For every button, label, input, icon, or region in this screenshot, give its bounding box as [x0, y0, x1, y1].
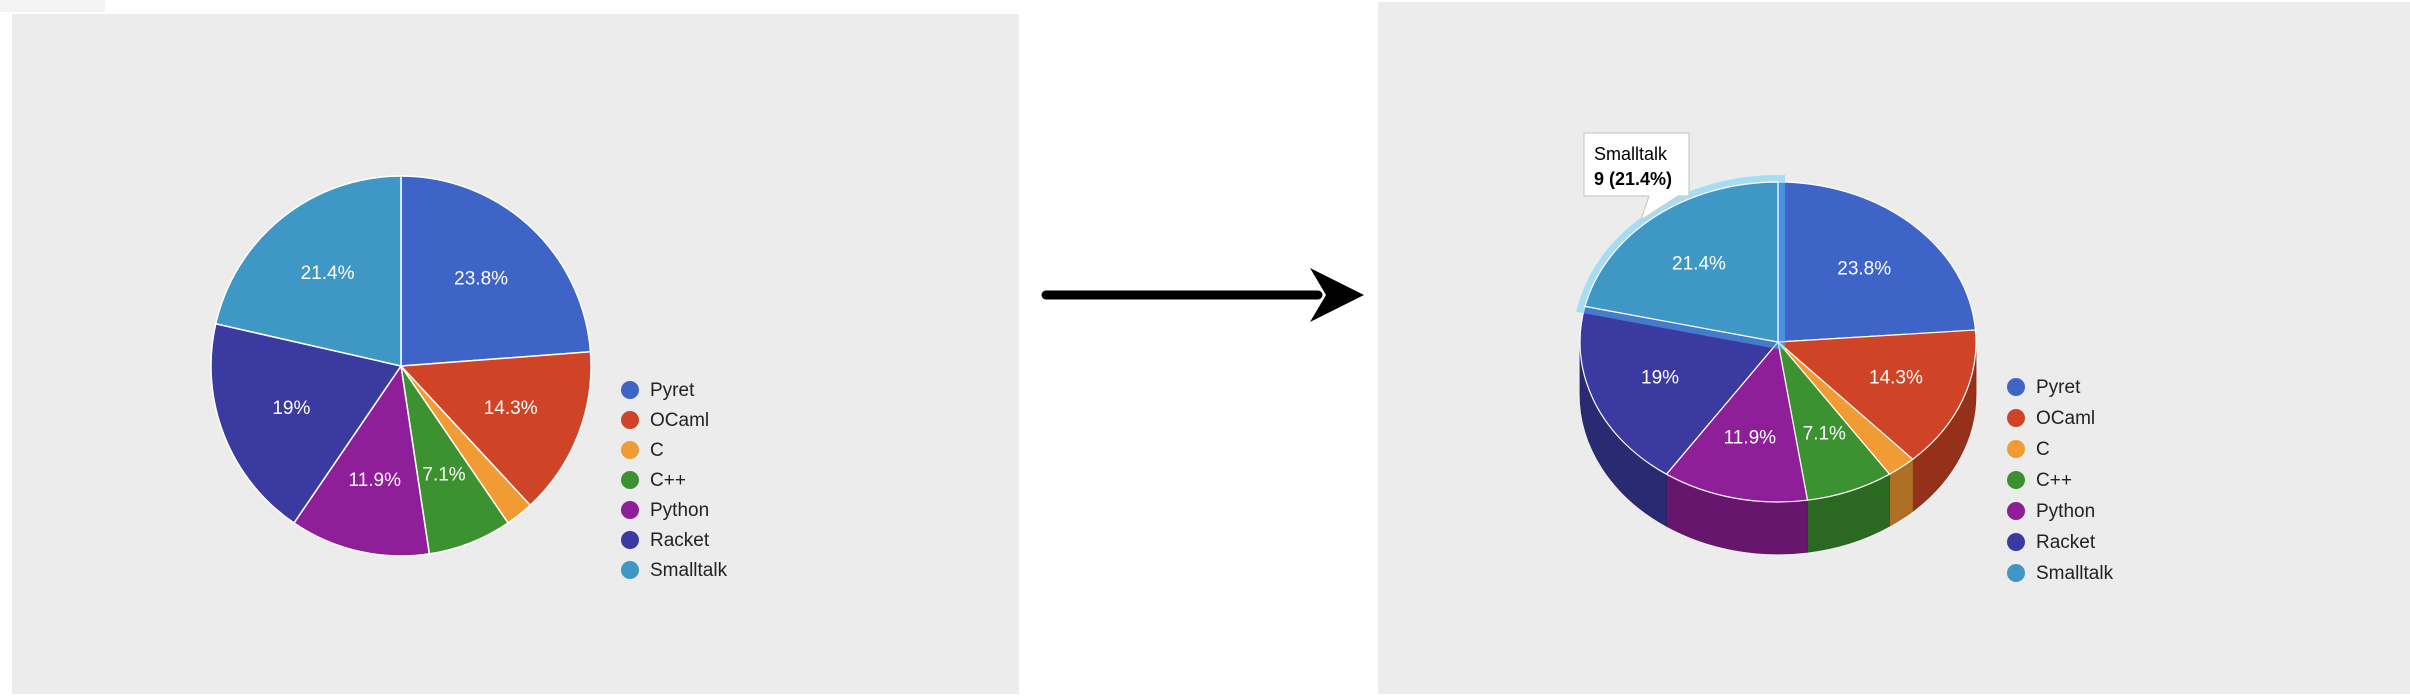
legend-swatch-pyret	[2007, 378, 2025, 396]
slice-label-3d-smalltalk: 21.4%	[1672, 253, 1726, 274]
legend-swatch-ocaml	[621, 411, 639, 429]
legend-swatch-pyret	[621, 381, 639, 399]
slice-label-racket: 19%	[272, 398, 310, 419]
legend-swatch-python	[2007, 502, 2025, 520]
legend-swatch-c	[2007, 440, 2025, 458]
transition-arrow	[1041, 268, 1364, 322]
slice-label-cplusplus: 7.1%	[422, 465, 465, 486]
legend-swatch-smalltalk	[2007, 564, 2025, 582]
slice-smalltalk[interactable]	[1584, 181, 1779, 343]
legend-label-ocaml[interactable]: OCaml	[2036, 408, 2095, 429]
legend-label-pyret[interactable]: Pyret	[650, 380, 695, 401]
legend-swatch-cplusplus	[621, 471, 639, 489]
legend-label-ocaml[interactable]: OCaml	[650, 410, 709, 431]
legend-label-c[interactable]: C	[650, 440, 664, 461]
legend-label-pyret[interactable]: Pyret	[2036, 377, 2081, 398]
slice-label-3d-pyret: 23.8%	[1837, 258, 1891, 279]
tooltip-value: 9 (21.4%)	[1594, 169, 1672, 189]
top-left-strip	[0, 0, 105, 12]
pie-chart-3d: 23.8% 14.3% 7.1% 11.9% 19% 21.4% PyretOCamlCC…	[1576, 132, 2114, 584]
slice-racket[interactable]	[1579, 305, 1780, 475]
slice-racket[interactable]	[210, 322, 403, 525]
legend-swatch-c	[621, 441, 639, 459]
slice-label-smalltalk: 21.4%	[301, 263, 355, 284]
slice-pyret[interactable]	[400, 175, 592, 367]
legend-swatch-ocaml	[2007, 409, 2025, 427]
legend-swatch-python	[621, 501, 639, 519]
legend-label-racket[interactable]: Racket	[2036, 532, 2096, 553]
legend-label-c[interactable]: C	[2036, 439, 2050, 460]
legend-label-racket[interactable]: Racket	[650, 530, 710, 551]
legend-label-python[interactable]: Python	[650, 500, 709, 521]
legend-label-cplusplus[interactable]: C++	[650, 470, 686, 491]
slice-label-3d-ocaml: 14.3%	[1869, 367, 1923, 388]
slice-label-3d-cplusplus: 7.1%	[1803, 423, 1846, 444]
slice-label-pyret: 23.8%	[454, 269, 508, 290]
legend-swatch-cplusplus	[2007, 471, 2025, 489]
legend-swatch-racket	[621, 531, 639, 549]
slice-python[interactable]	[1665, 340, 1809, 503]
slice-smalltalk[interactable]	[214, 175, 402, 367]
legend-label-python[interactable]: Python	[2036, 501, 2095, 522]
legend-swatch-smalltalk	[621, 561, 639, 579]
legend-label-smalltalk[interactable]: Smalltalk	[650, 560, 728, 581]
pie-chart-2d: 23.8% 14.3% 7.1% 11.9% 19% 21.4% PyretOCamlCC…	[210, 175, 728, 581]
slice-label-3d-racket: 19%	[1641, 367, 1679, 388]
legend-swatch-racket	[2007, 533, 2025, 551]
tooltip: Smalltalk 9 (21.4%)	[1583, 132, 1690, 222]
slice-label-python: 11.9%	[349, 470, 402, 491]
slice-label-3d-python: 11.9%	[1724, 428, 1777, 449]
slice-ocaml[interactable]	[1776, 329, 1977, 461]
tooltip-label: Smalltalk	[1594, 144, 1668, 164]
legend-label-cplusplus[interactable]: C++	[2036, 470, 2072, 491]
slice-pyret[interactable]	[1777, 181, 1977, 343]
slice-label-ocaml: 14.3%	[484, 398, 538, 419]
slice-python[interactable]	[292, 363, 431, 557]
legend-label-smalltalk[interactable]: Smalltalk	[2036, 563, 2114, 584]
slice-ocaml[interactable]	[399, 350, 592, 507]
